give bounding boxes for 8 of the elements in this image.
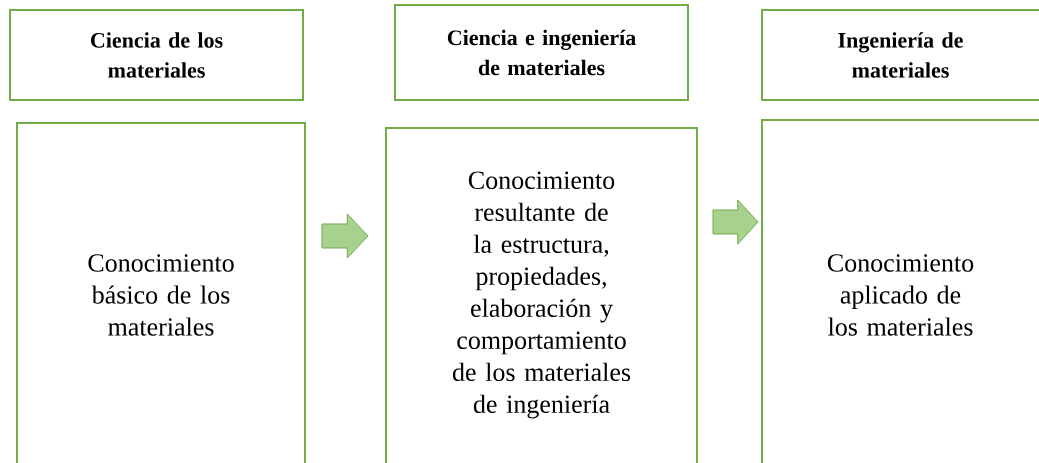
block-arrow	[321, 213, 369, 259]
heading-box: Ingeniería de materiales	[761, 9, 1039, 101]
content-box: Conocimiento resultante de la estructura, propiedades, elaboración y comportamiento de los materiales de ingeniería	[385, 127, 698, 463]
content-box: Conocimiento aplicado de los materiales	[761, 119, 1039, 463]
heading-box: Ciencia e ingeniería de materiales	[394, 4, 689, 101]
content-box: Conocimiento básico de los materiales	[16, 122, 306, 463]
block-arrow	[712, 199, 759, 245]
heading-box: Ciencia de los materiales	[9, 9, 304, 101]
